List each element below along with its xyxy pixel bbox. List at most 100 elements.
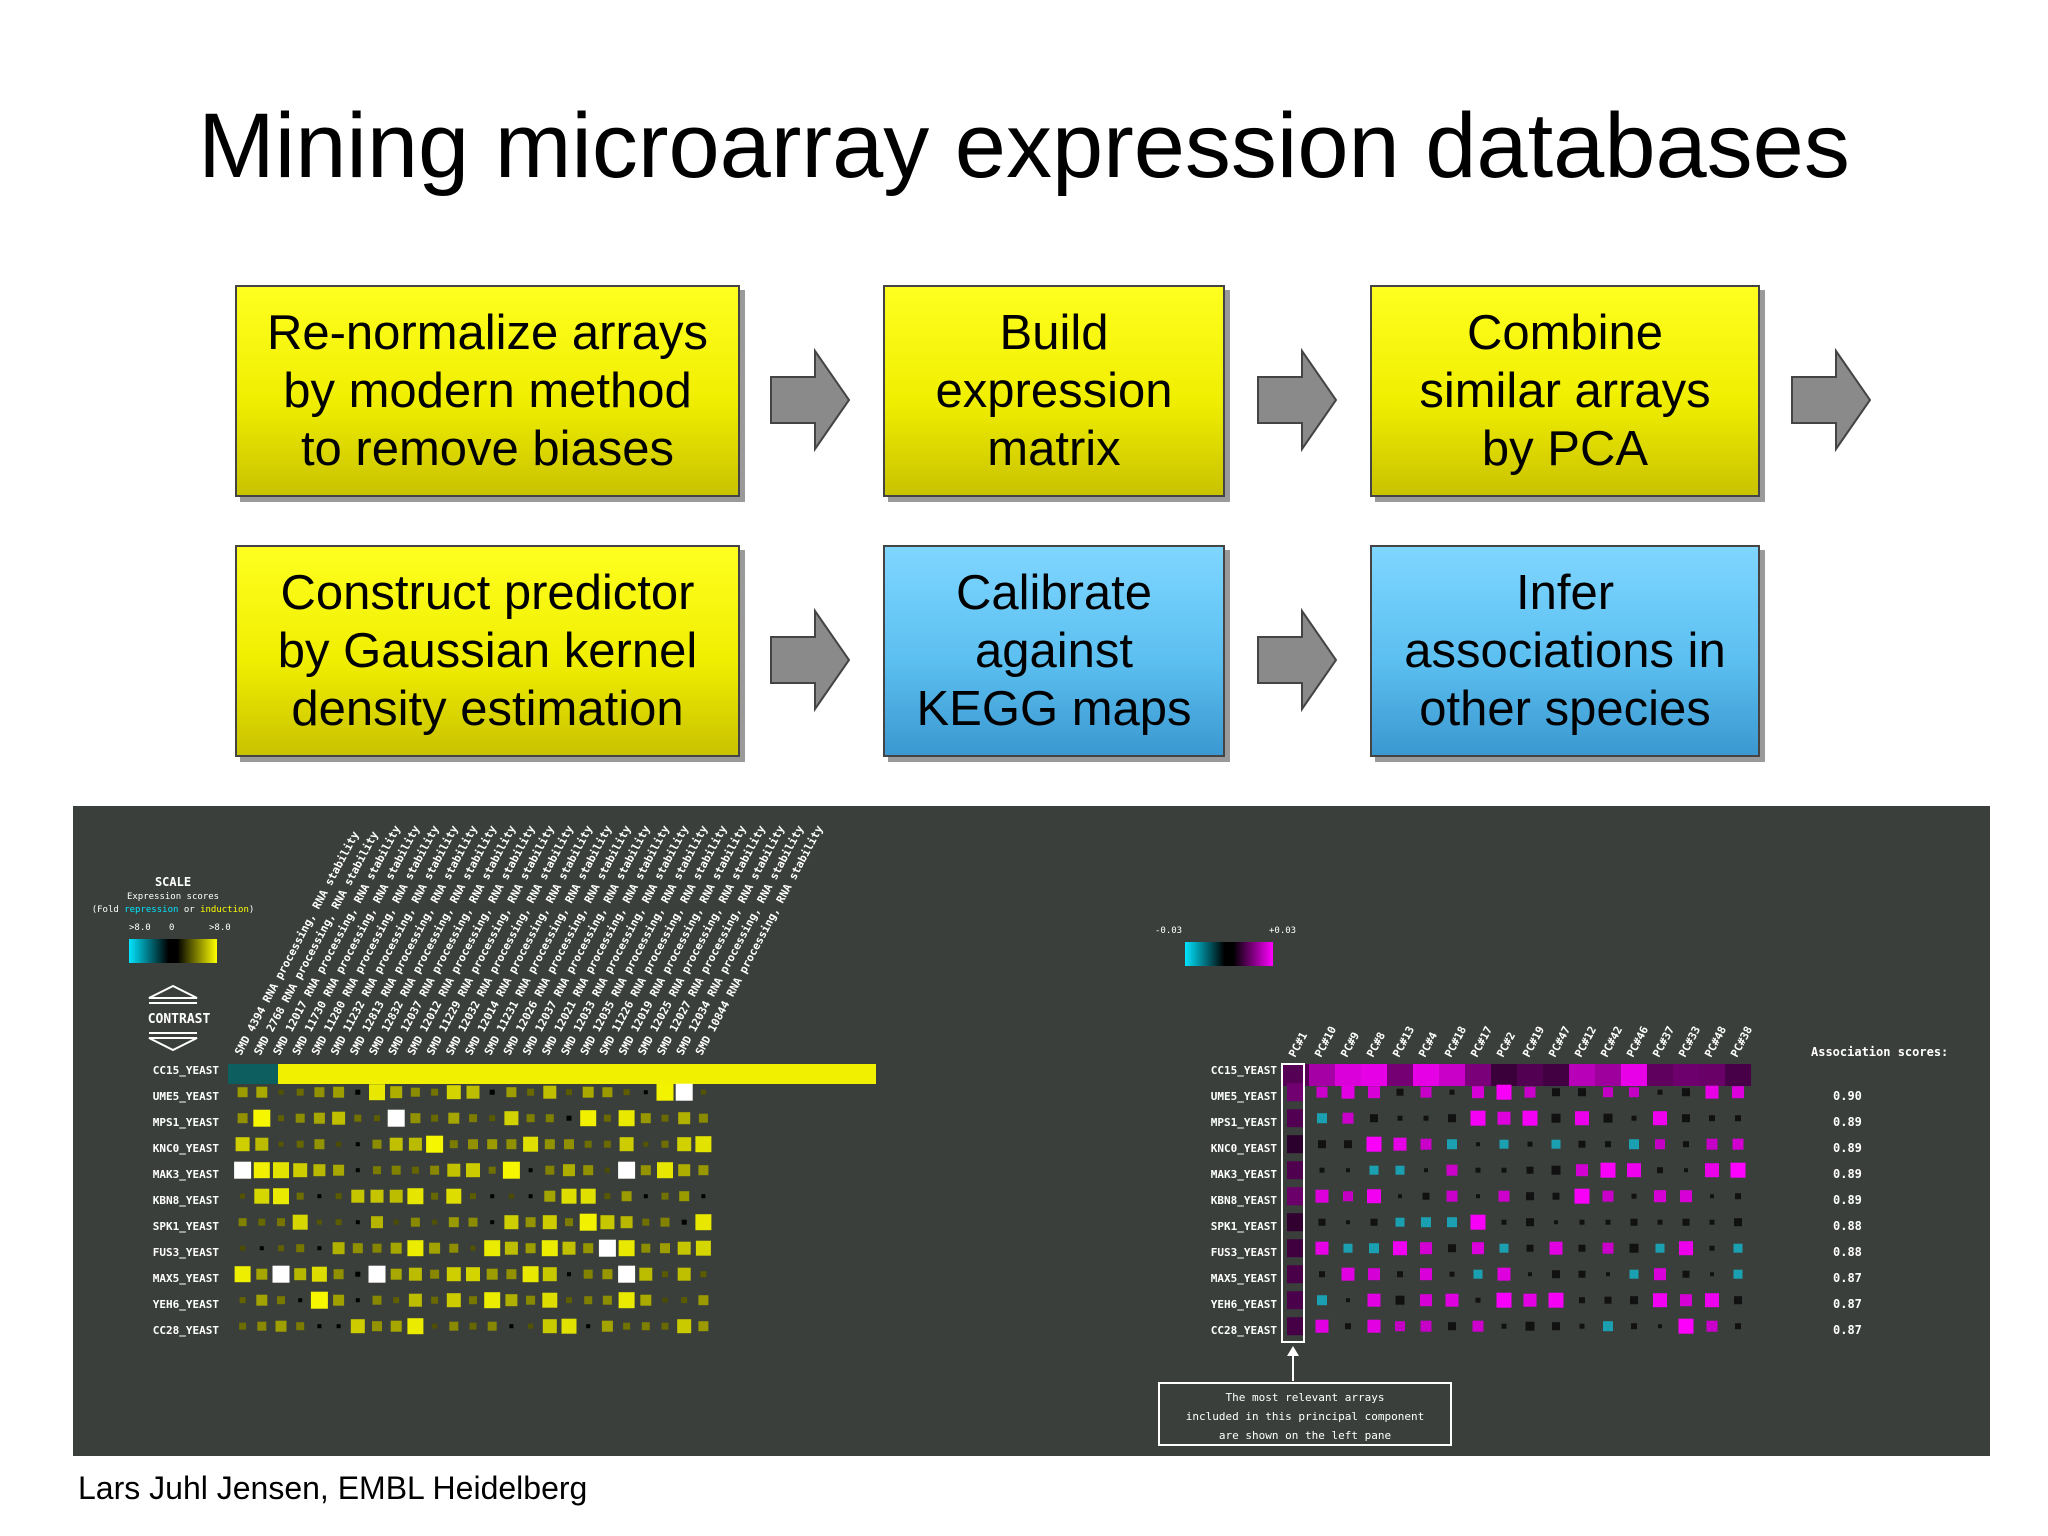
heatmap-cell xyxy=(487,1139,498,1150)
pc-cell xyxy=(1578,1140,1586,1148)
heatmap-cell xyxy=(695,1214,712,1231)
heatmap-cell xyxy=(239,1297,246,1304)
pc-cell xyxy=(1551,1139,1561,1149)
pc-cell xyxy=(1551,1165,1561,1175)
heatmap-cell xyxy=(660,1217,670,1227)
heatmap-cell xyxy=(431,1192,439,1200)
pc-cell xyxy=(1318,1140,1326,1149)
pc-cell xyxy=(1309,1064,1335,1086)
heatmap-cell xyxy=(355,1298,360,1303)
pc-cell xyxy=(1603,1321,1613,1332)
pc-cell xyxy=(1578,1088,1586,1097)
gene-label: CC15_YEAST xyxy=(1211,1064,1278,1077)
heatmap-cell xyxy=(410,1113,421,1124)
pc-cell xyxy=(1630,1296,1638,1305)
pc-cell xyxy=(1501,1167,1507,1173)
pc-cell xyxy=(1501,1323,1507,1329)
heatmap-cell xyxy=(278,1115,284,1122)
heatmap-cell xyxy=(373,1166,381,1175)
pc-cell xyxy=(1496,1084,1512,1100)
pc-cell xyxy=(1552,1088,1560,1097)
heatmap-cell xyxy=(466,1267,480,1282)
pc-cell xyxy=(1368,1086,1380,1099)
pc-cell xyxy=(1600,1162,1616,1178)
heatmap-cell xyxy=(526,1295,536,1305)
pc-cell xyxy=(1705,1293,1719,1308)
selected-pc-highlight[interactable] xyxy=(1281,1063,1305,1343)
expression-colorbar xyxy=(129,939,217,963)
pc-colorbar xyxy=(1185,942,1273,966)
heatmap-cell xyxy=(336,1141,342,1147)
heatmap-cell xyxy=(393,1219,399,1225)
pc-cell xyxy=(1709,1245,1715,1251)
pc-cell xyxy=(1424,1168,1428,1173)
pc-cell xyxy=(1730,1162,1746,1178)
heatmap-cell xyxy=(431,1296,439,1304)
heatmap-cell xyxy=(374,1115,380,1122)
pc-cell xyxy=(1578,1270,1586,1278)
heatmap-cell xyxy=(296,1088,304,1096)
heatmap-cell xyxy=(527,1088,535,1096)
pc-cell xyxy=(1548,1292,1564,1308)
note-line-3: are shown on the left pane xyxy=(1219,1429,1391,1442)
contrast-down-icon[interactable] xyxy=(148,1037,198,1052)
pc-cell xyxy=(1678,1318,1694,1334)
heatmap-cell xyxy=(661,1114,669,1122)
heatmap-cell xyxy=(432,1323,438,1329)
heatmap-cell xyxy=(583,1243,594,1254)
gene-label: YEH6_YEAST xyxy=(153,1298,220,1311)
pc-cell xyxy=(1684,1168,1688,1173)
heatmap-cell xyxy=(641,1322,650,1331)
scale-title: SCALE xyxy=(155,875,191,889)
heatmap-cell xyxy=(393,1297,400,1304)
pc-cell xyxy=(1621,1064,1647,1086)
pc-cell xyxy=(1629,1139,1639,1150)
scale-line1: Expression scores xyxy=(127,892,219,902)
heatmap-cell xyxy=(545,1114,554,1123)
arrow-right-icon xyxy=(1257,347,1338,453)
pc-cell xyxy=(1315,1189,1329,1203)
pc-cell xyxy=(1657,1167,1663,1174)
pc-cell xyxy=(1395,1321,1405,1332)
pc-cell xyxy=(1629,1243,1639,1253)
heatmap-cell xyxy=(469,1296,477,1305)
pc-cell xyxy=(1631,1115,1637,1121)
pc-cells xyxy=(1283,1064,1751,1336)
pc-cell xyxy=(1525,1321,1535,1331)
heatmap-cell xyxy=(643,1194,648,1199)
heatmap-cell xyxy=(313,1164,326,1177)
pc-cell xyxy=(1527,1141,1533,1147)
pc-cell xyxy=(1517,1064,1543,1086)
pc-cell xyxy=(1395,1165,1405,1175)
gene-label: FUS3_YEAST xyxy=(153,1246,220,1259)
pc-cell xyxy=(1526,1244,1534,1252)
pc-cell xyxy=(1735,1115,1741,1122)
gene-label: CC15_YEAST xyxy=(153,1064,220,1077)
heatmap-cell xyxy=(355,1168,360,1173)
heatmap-cell xyxy=(278,1141,284,1147)
heatmap-cell xyxy=(317,1324,322,1329)
pc-cell xyxy=(1345,1323,1351,1330)
pc-cell xyxy=(1627,1163,1641,1178)
contrast-up-icon[interactable] xyxy=(148,984,198,999)
heatmap-cell xyxy=(429,1242,441,1254)
heatmap-cell xyxy=(542,1267,557,1282)
pc-cell xyxy=(1732,1138,1744,1150)
heatmap-cell xyxy=(566,1089,572,1096)
heatmap-cell xyxy=(679,1191,690,1202)
heatmap-cell xyxy=(661,1322,669,1330)
pc-cell xyxy=(1449,1271,1455,1277)
heatmap-cell xyxy=(583,1269,593,1279)
heatmap-cell xyxy=(602,1269,613,1280)
association-score: 0.89 xyxy=(1833,1141,1862,1155)
heatmap-cell xyxy=(296,1140,304,1148)
heatmap-cell xyxy=(446,1085,461,1100)
pc-cell xyxy=(1397,1115,1403,1121)
pc-cell xyxy=(1709,1115,1715,1122)
heatmap-cell xyxy=(525,1243,536,1254)
heatmap-cell xyxy=(701,1194,706,1199)
pc-cell xyxy=(1420,1294,1432,1307)
heatmap-cell xyxy=(257,1321,267,1331)
heatmap-cell xyxy=(640,1294,652,1306)
